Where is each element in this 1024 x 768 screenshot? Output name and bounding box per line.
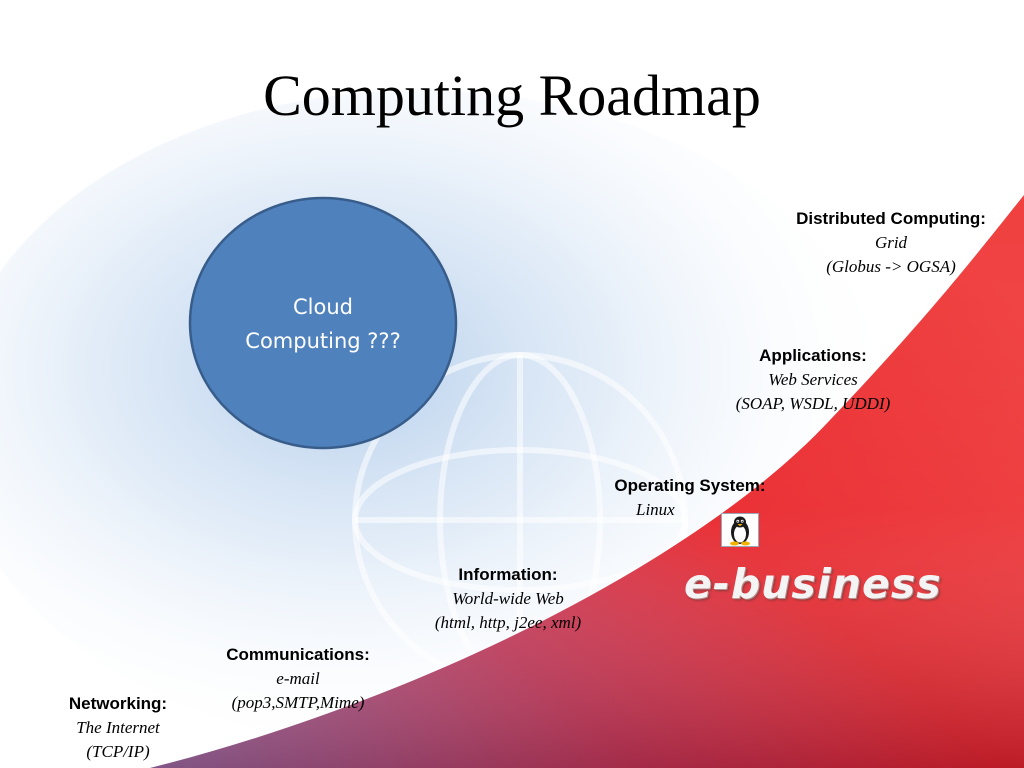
stage-communications-line1: e-mail <box>276 669 320 688</box>
linux-penguin-icon <box>721 513 759 547</box>
stage-communications-heading: Communications: <box>226 645 370 664</box>
stage-os-heading: Operating System: <box>614 476 766 495</box>
stage-information-line2: (html, http, j2ee, xml) <box>434 613 582 632</box>
stage-information-line1: World-wide Web <box>452 589 564 608</box>
cloud-computing-circle <box>188 196 458 450</box>
stage-networking-line1: The Internet <box>76 718 160 737</box>
stage-operating-system: Operating System: Linux <box>590 474 790 522</box>
stage-distributed-computing: Distributed Computing: Grid (Globus -> O… <box>772 207 1010 279</box>
stage-communications-line2: (pop3,SMTP,Mime) <box>231 693 365 712</box>
stage-networking-line2: (TCP/IP) <box>86 742 150 761</box>
cloud-label-line2: Computing ??? <box>245 329 401 353</box>
stage-applications-line2: (SOAP, WSDL, UDDI) <box>735 394 891 413</box>
stage-information-heading: Information: <box>458 565 558 584</box>
e-business-logo: e-business <box>684 560 942 608</box>
stage-distributed-heading: Distributed Computing: <box>796 209 986 228</box>
stage-os-line1: Linux <box>636 500 675 519</box>
stage-distributed-line2: (Globus -> OGSA) <box>826 257 956 276</box>
stage-applications-line1: Web Services <box>768 370 858 389</box>
cloud-computing-label: Cloud Computing ??? <box>190 290 456 358</box>
stage-networking: Networking: The Internet (TCP/IP) <box>40 692 196 764</box>
stage-communications: Communications: e-mail (pop3,SMTP,Mime) <box>198 643 398 715</box>
rising-curve-shade <box>150 195 1024 768</box>
stage-networking-heading: Networking: <box>68 694 168 713</box>
stage-information: Information: World-wide Web (html, http,… <box>408 563 608 635</box>
stage-applications: Applications: Web Services (SOAP, WSDL, … <box>703 344 923 416</box>
slide-title: Computing Roadmap <box>263 63 761 128</box>
stage-applications-heading: Applications: <box>759 346 867 365</box>
cloud-label-line1: Cloud <box>293 295 353 319</box>
stage-distributed-line1: Grid <box>874 233 908 252</box>
